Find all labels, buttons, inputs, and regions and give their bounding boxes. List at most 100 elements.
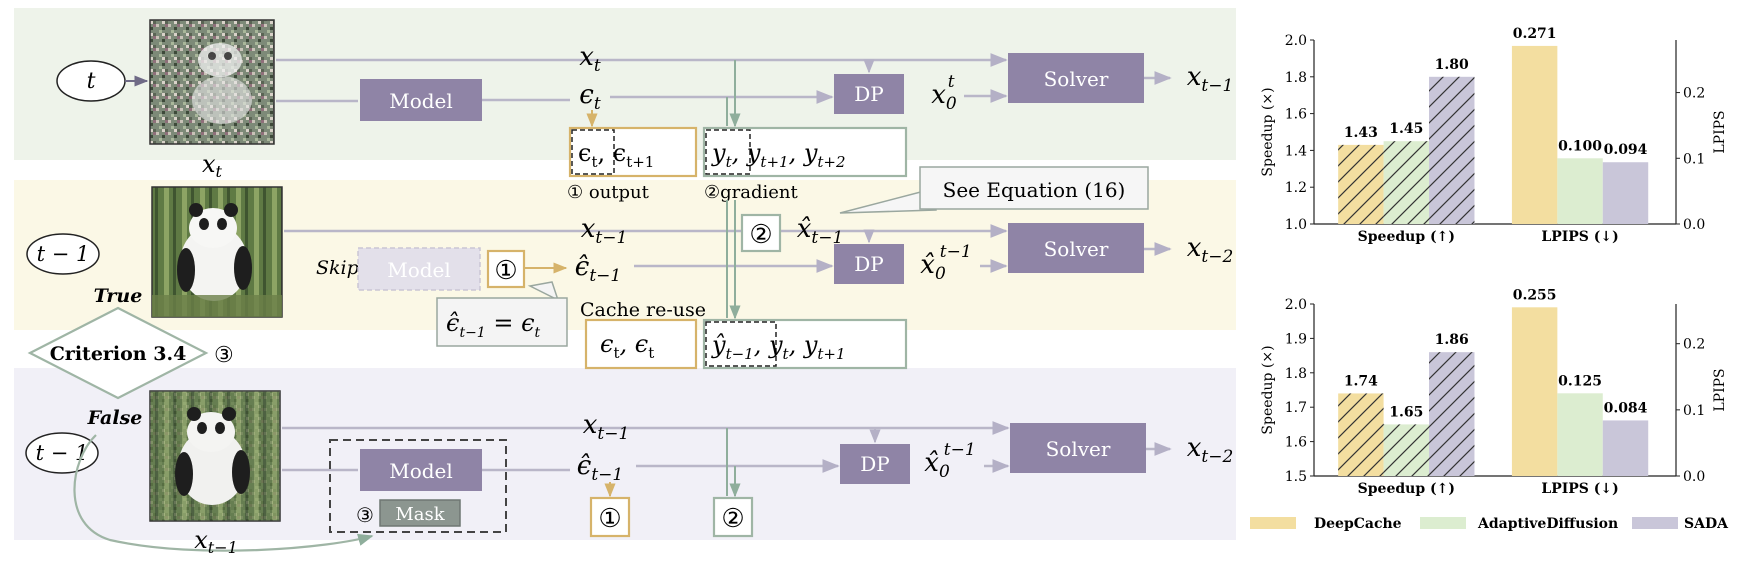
model-label-skipped: Model — [387, 258, 451, 282]
cache-label: Cache re-use — [580, 299, 706, 321]
var-epshat-row3: ϵ̂t−1 — [577, 451, 623, 485]
legend-swatch — [1420, 517, 1466, 529]
bar-hatch — [1338, 393, 1384, 476]
criterion-num: ③ — [214, 343, 234, 368]
y-buffer-row1 — [702, 126, 908, 178]
curve-to-mask — [73, 434, 374, 552]
x-tick-label: LPIPS (↓) — [1541, 481, 1618, 497]
bar-data-label: 0.094 — [1604, 142, 1648, 158]
x-tick-label: Speedup (↑) — [1358, 229, 1455, 245]
bar-hatch — [1338, 144, 1384, 224]
bar-data-label: 0.125 — [1558, 373, 1602, 389]
badge1-row3: ① — [598, 504, 621, 534]
eps-buffer-row1 — [568, 126, 698, 178]
y2-tick-label: 0.0 — [1683, 217, 1705, 233]
mask-box — [379, 499, 461, 527]
dp-label-row2: DP — [854, 252, 884, 276]
dp-box-row3 — [840, 444, 910, 484]
bar-data-label: 1.43 — [1344, 125, 1378, 141]
y-tick-label: 1.4 — [1285, 143, 1307, 159]
y-axis-label: Speedup (×) — [1260, 345, 1276, 434]
model-box-row1 — [360, 79, 482, 121]
badge2-box-row2 — [740, 213, 782, 253]
criterion-label: Criterion 3.4 — [50, 343, 187, 365]
legend-label: AdaptiveDiffusion — [1477, 516, 1618, 532]
mask-region-dashed — [329, 439, 507, 533]
bar-data-label: 1.45 — [1389, 121, 1423, 137]
panda-image-row3 — [149, 390, 281, 522]
y-tick-label: 1.5 — [1285, 469, 1307, 485]
y-buffer-slot-row1 — [705, 129, 751, 175]
time-label-t: t — [87, 69, 96, 94]
dp-label-row1: DP — [854, 82, 884, 106]
badge2-box-row3 — [712, 496, 754, 538]
callout-text: See Equation (16) — [943, 178, 1126, 202]
bar-data-label: 0.100 — [1558, 138, 1602, 154]
badge1-row2: ① — [494, 256, 517, 286]
y-axis-label: Speedup (×) — [1260, 87, 1276, 176]
y-tick-label: 1.6 — [1285, 107, 1307, 123]
y2-axis-label: LPIPS — [1712, 368, 1728, 411]
criterion-diamond — [27, 306, 209, 400]
mask-label: Mask — [395, 504, 445, 525]
bar-data-label: 0.271 — [1513, 26, 1557, 42]
bar-hatch — [1429, 76, 1475, 224]
model-box-skipped — [357, 247, 481, 291]
y2-tick-label: 0.1 — [1683, 151, 1705, 167]
callout-see-equation — [839, 166, 1149, 214]
legend-swatch — [1250, 517, 1296, 529]
bar — [1511, 45, 1558, 224]
legend-swatch — [1632, 517, 1678, 529]
model-label-row1: Model — [389, 89, 453, 113]
bar — [1557, 158, 1603, 224]
noisy-panda-image — [149, 19, 275, 145]
mask-num: ③ — [356, 503, 374, 527]
y-tick-label: 1.9 — [1285, 331, 1307, 347]
bar — [1557, 393, 1603, 476]
y2-tick-label: 0.2 — [1683, 86, 1705, 102]
badge2-row2: ② — [749, 220, 772, 250]
solver-box-row2 — [1008, 223, 1144, 273]
bar-data-label: 1.86 — [1435, 332, 1469, 348]
y-tick-label: 1.0 — [1285, 217, 1307, 233]
solver-label-row1: Solver — [1044, 67, 1109, 91]
solver-label-row2: Solver — [1044, 237, 1109, 261]
time-label-row2: t − 1 — [37, 242, 90, 266]
solver-box-row1 — [1008, 53, 1144, 103]
x-tick-label: Speedup (↑) — [1358, 481, 1455, 497]
bar-data-label: 0.255 — [1513, 287, 1557, 303]
dp-box-row2 — [834, 244, 904, 284]
annot-output: ① output — [567, 182, 650, 203]
solver-box-row3 — [1010, 423, 1146, 473]
panda-image-row2 — [151, 186, 283, 318]
equation-callout — [436, 281, 568, 347]
legend-label: SADA — [1684, 516, 1729, 532]
false-label: False — [87, 407, 143, 429]
badge1-box-row2 — [486, 249, 526, 289]
y-tick-label: 2.0 — [1285, 33, 1307, 49]
bar-data-label: 0.084 — [1604, 400, 1648, 416]
badge1-box-row3 — [589, 496, 631, 538]
bar-hatch — [1383, 141, 1430, 224]
time-node-t-1-row2 — [26, 233, 100, 275]
model-label-row3: Model — [389, 459, 453, 483]
dp-label-row3: DP — [860, 452, 890, 476]
bar-hatch — [1429, 352, 1475, 476]
y-tick-label: 2.0 — [1285, 297, 1307, 313]
y2-axis-label: LPIPS — [1712, 110, 1728, 153]
annot-gradient: ②gradient — [704, 182, 799, 203]
bar-data-label: 1.74 — [1344, 373, 1378, 389]
bar — [1602, 420, 1649, 476]
bar — [1511, 307, 1558, 476]
y-buffer-row2 — [702, 318, 908, 370]
badge2-row3: ② — [721, 504, 744, 534]
eps-buffer-row2 — [584, 318, 698, 370]
y2-tick-label: 0.0 — [1683, 469, 1705, 485]
model-box-row3 — [360, 449, 482, 491]
y-tick-label: 1.8 — [1285, 366, 1307, 382]
y-tick-label: 1.8 — [1285, 70, 1307, 86]
